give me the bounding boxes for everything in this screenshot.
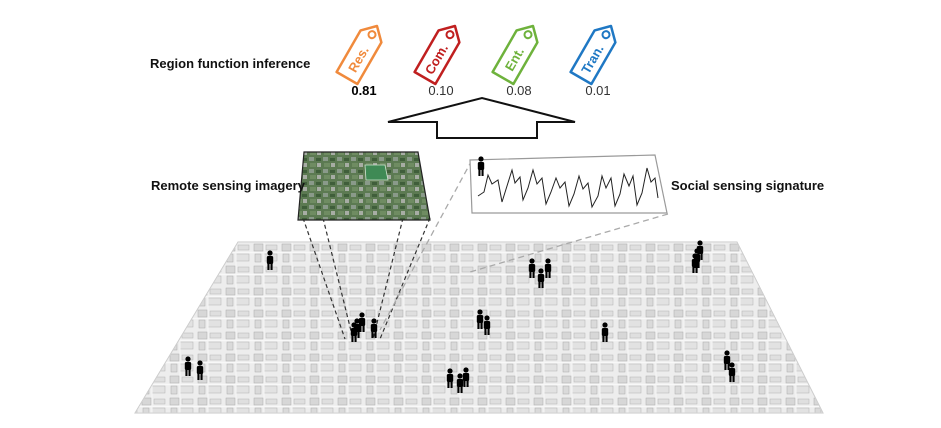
score-com: 0.10 xyxy=(428,83,454,98)
signature-curve xyxy=(477,167,659,209)
score-ent: 0.08 xyxy=(506,83,532,98)
tag-icon xyxy=(601,30,611,40)
tag-res: Res. xyxy=(335,24,383,86)
remote-sensing-image xyxy=(297,151,431,221)
tag-icon xyxy=(523,30,533,40)
score-tran: 0.01 xyxy=(585,83,611,98)
tag-icon xyxy=(445,30,455,40)
signature-connector-lines xyxy=(379,159,669,331)
tag-icon xyxy=(367,30,377,40)
social-sensing-label: Social sensing signature xyxy=(671,178,825,193)
tag-com: Com. xyxy=(413,24,461,86)
remote-sensing-label: Remote sensing imagery xyxy=(151,178,305,193)
score-res: 0.81 xyxy=(351,83,377,98)
tag-tran: Tran. xyxy=(569,24,617,86)
tag-ent: Ent. xyxy=(491,24,539,86)
region-function-label: Region function inference xyxy=(150,56,311,71)
projection-lines xyxy=(302,217,431,340)
up-arrow-icon xyxy=(387,96,576,139)
sports-field xyxy=(364,164,389,181)
